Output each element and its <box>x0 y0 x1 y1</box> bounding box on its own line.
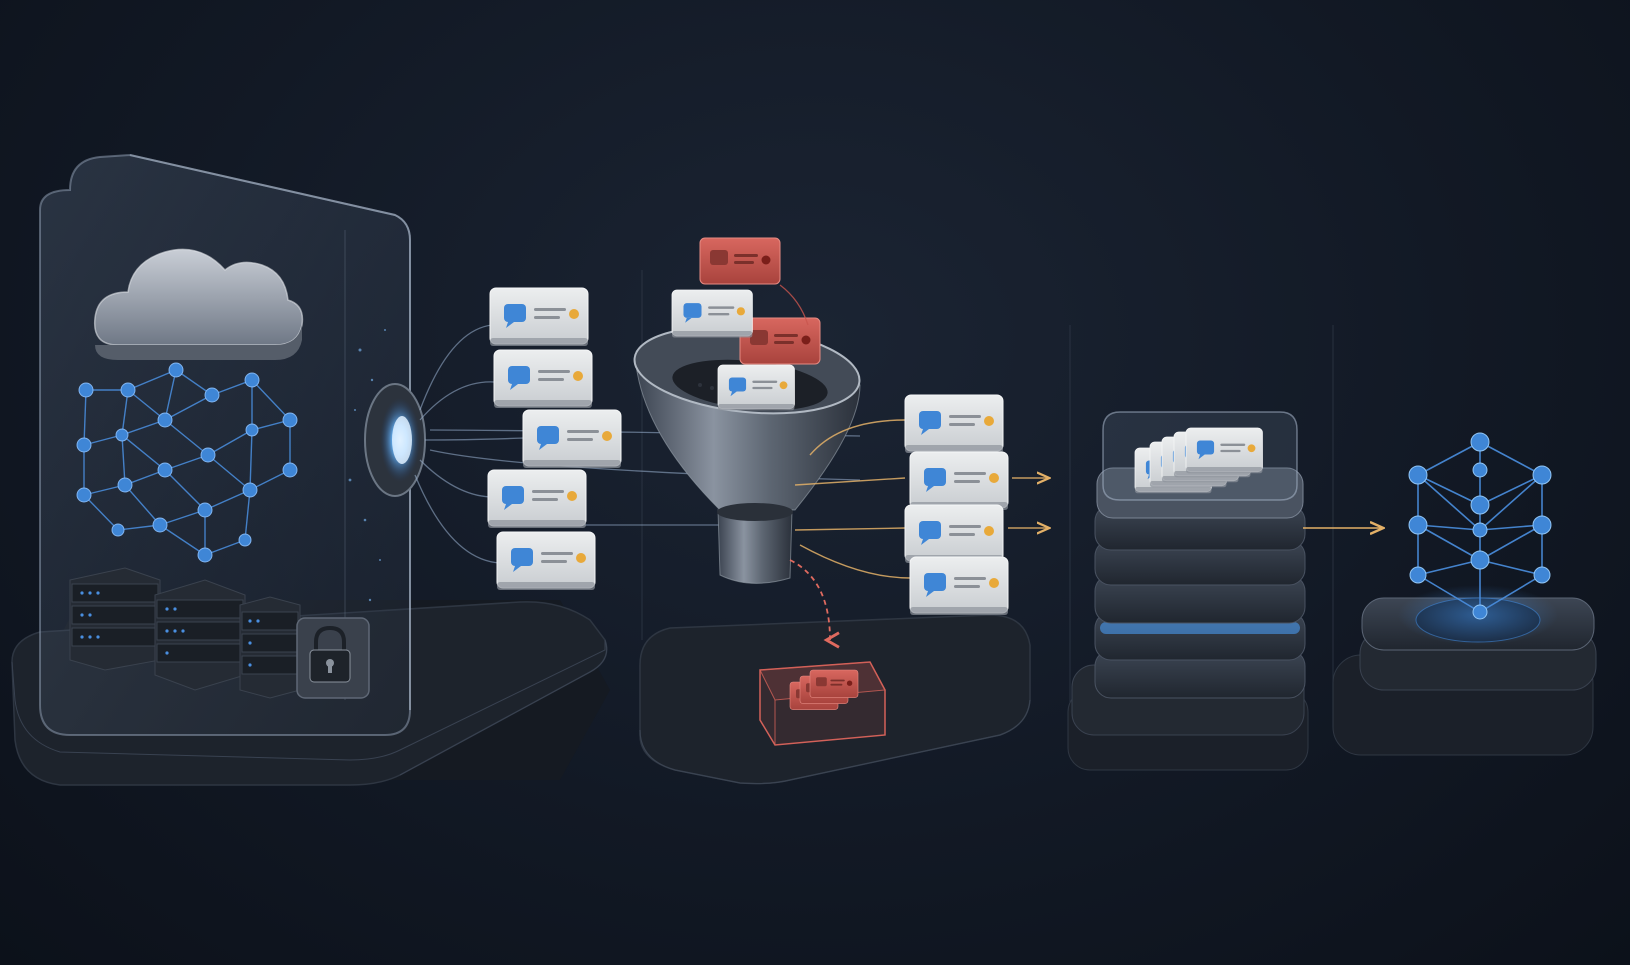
server-rack-left <box>69 567 161 671</box>
model-stage <box>1332 432 1597 756</box>
message-card <box>717 364 795 411</box>
source-stage <box>11 153 610 786</box>
model-platform <box>1332 585 1597 756</box>
accepted-message-card <box>909 451 1009 511</box>
storage-stage <box>1067 411 1382 771</box>
cloud-icon <box>93 248 304 360</box>
crystal-graph-icon <box>1408 432 1552 620</box>
message-card <box>671 289 753 338</box>
rejected-message-card <box>699 237 781 285</box>
server-rack-middle <box>154 579 246 691</box>
server-rack-right <box>239 596 301 699</box>
message-card <box>496 531 596 591</box>
message-card <box>493 349 593 409</box>
rejected-message-bin-icon <box>759 661 886 746</box>
stage-dividers <box>641 270 1334 720</box>
message-card <box>522 409 622 469</box>
reject-link-line <box>779 284 809 326</box>
output-port-icon <box>364 383 426 497</box>
accepted-message-card <box>904 504 1004 564</box>
accepted-flow-lines <box>794 419 1048 579</box>
network-graph-icon <box>76 362 298 563</box>
lock-icon <box>296 617 370 699</box>
reject-arrow <box>789 559 840 649</box>
accepted-message-card <box>904 394 1004 454</box>
accepted-message-card <box>909 556 1009 616</box>
filter-stage <box>633 237 1031 785</box>
message-card <box>489 287 589 347</box>
message-card <box>487 469 587 529</box>
server-rack-icon <box>69 567 301 699</box>
accepted-message-cards <box>904 394 1009 616</box>
data-particles <box>348 329 386 602</box>
